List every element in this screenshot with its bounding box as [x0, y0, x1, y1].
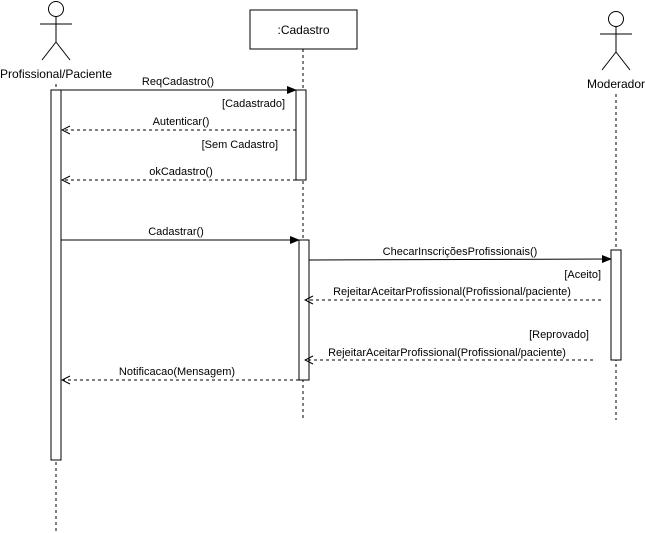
actor-moderador: Moderador — [587, 11, 645, 91]
stick-figure-icon — [40, 1, 72, 61]
message-label: RejeitarAceitarProfissional(Profissional… — [333, 286, 571, 298]
message-okcadastro: okCadastro() — [62, 166, 296, 180]
message-label: Autenticar() — [153, 116, 210, 128]
message-reqcadastro: ReqCadastro() — [61, 76, 297, 94]
activation-cadastro-2 — [298, 239, 310, 381]
activation-moderador — [610, 249, 622, 361]
message-label: okCadastro() — [149, 166, 213, 178]
activation-cadastro-1 — [295, 89, 307, 181]
guard-reprovado: [Reprovado] — [529, 329, 589, 341]
message-label: ReqCadastro() — [142, 76, 214, 88]
message-rejeitar-aceitar-aceito: RejeitarAceitarProfissional(Profissional… — [305, 286, 601, 300]
guard-aceito: [Aceito] — [564, 269, 601, 281]
stick-figure-icon — [600, 11, 632, 71]
message-label: RejeitarAceitarProfissional(Profissional… — [328, 347, 566, 359]
message-label: Cadastrar() — [148, 226, 204, 238]
guard-sem-cadastro: [Sem Cadastro] — [202, 139, 278, 151]
message-label: ChecarInscriçõesProfissionais() — [383, 246, 538, 258]
message-checar-inscricoes: ChecarInscriçõesProfissionais() — [308, 246, 612, 264]
object-label-cadastro: :Cadastro — [277, 23, 329, 37]
message-rejeitar-aceitar-reprovado: RejeitarAceitarProfissional(Profissional… — [305, 347, 593, 360]
object-cadastro: :Cadastro — [249, 9, 358, 50]
message-cadastrar: Cadastrar() — [61, 226, 300, 244]
actor-profissional: Profissional/Paciente — [0, 1, 112, 81]
actor-label-profissional: Profissional/Paciente — [0, 67, 112, 81]
guard-cadastrado: [Cadastrado] — [222, 98, 285, 110]
message-autenticar: Autenticar() — [62, 116, 296, 130]
message-notificacao: Notificacao(Mensagem) — [62, 366, 299, 380]
actor-label-moderador: Moderador — [587, 77, 645, 91]
message-label: Notificacao(Mensagem) — [119, 366, 235, 378]
activation-profissional — [50, 89, 62, 461]
